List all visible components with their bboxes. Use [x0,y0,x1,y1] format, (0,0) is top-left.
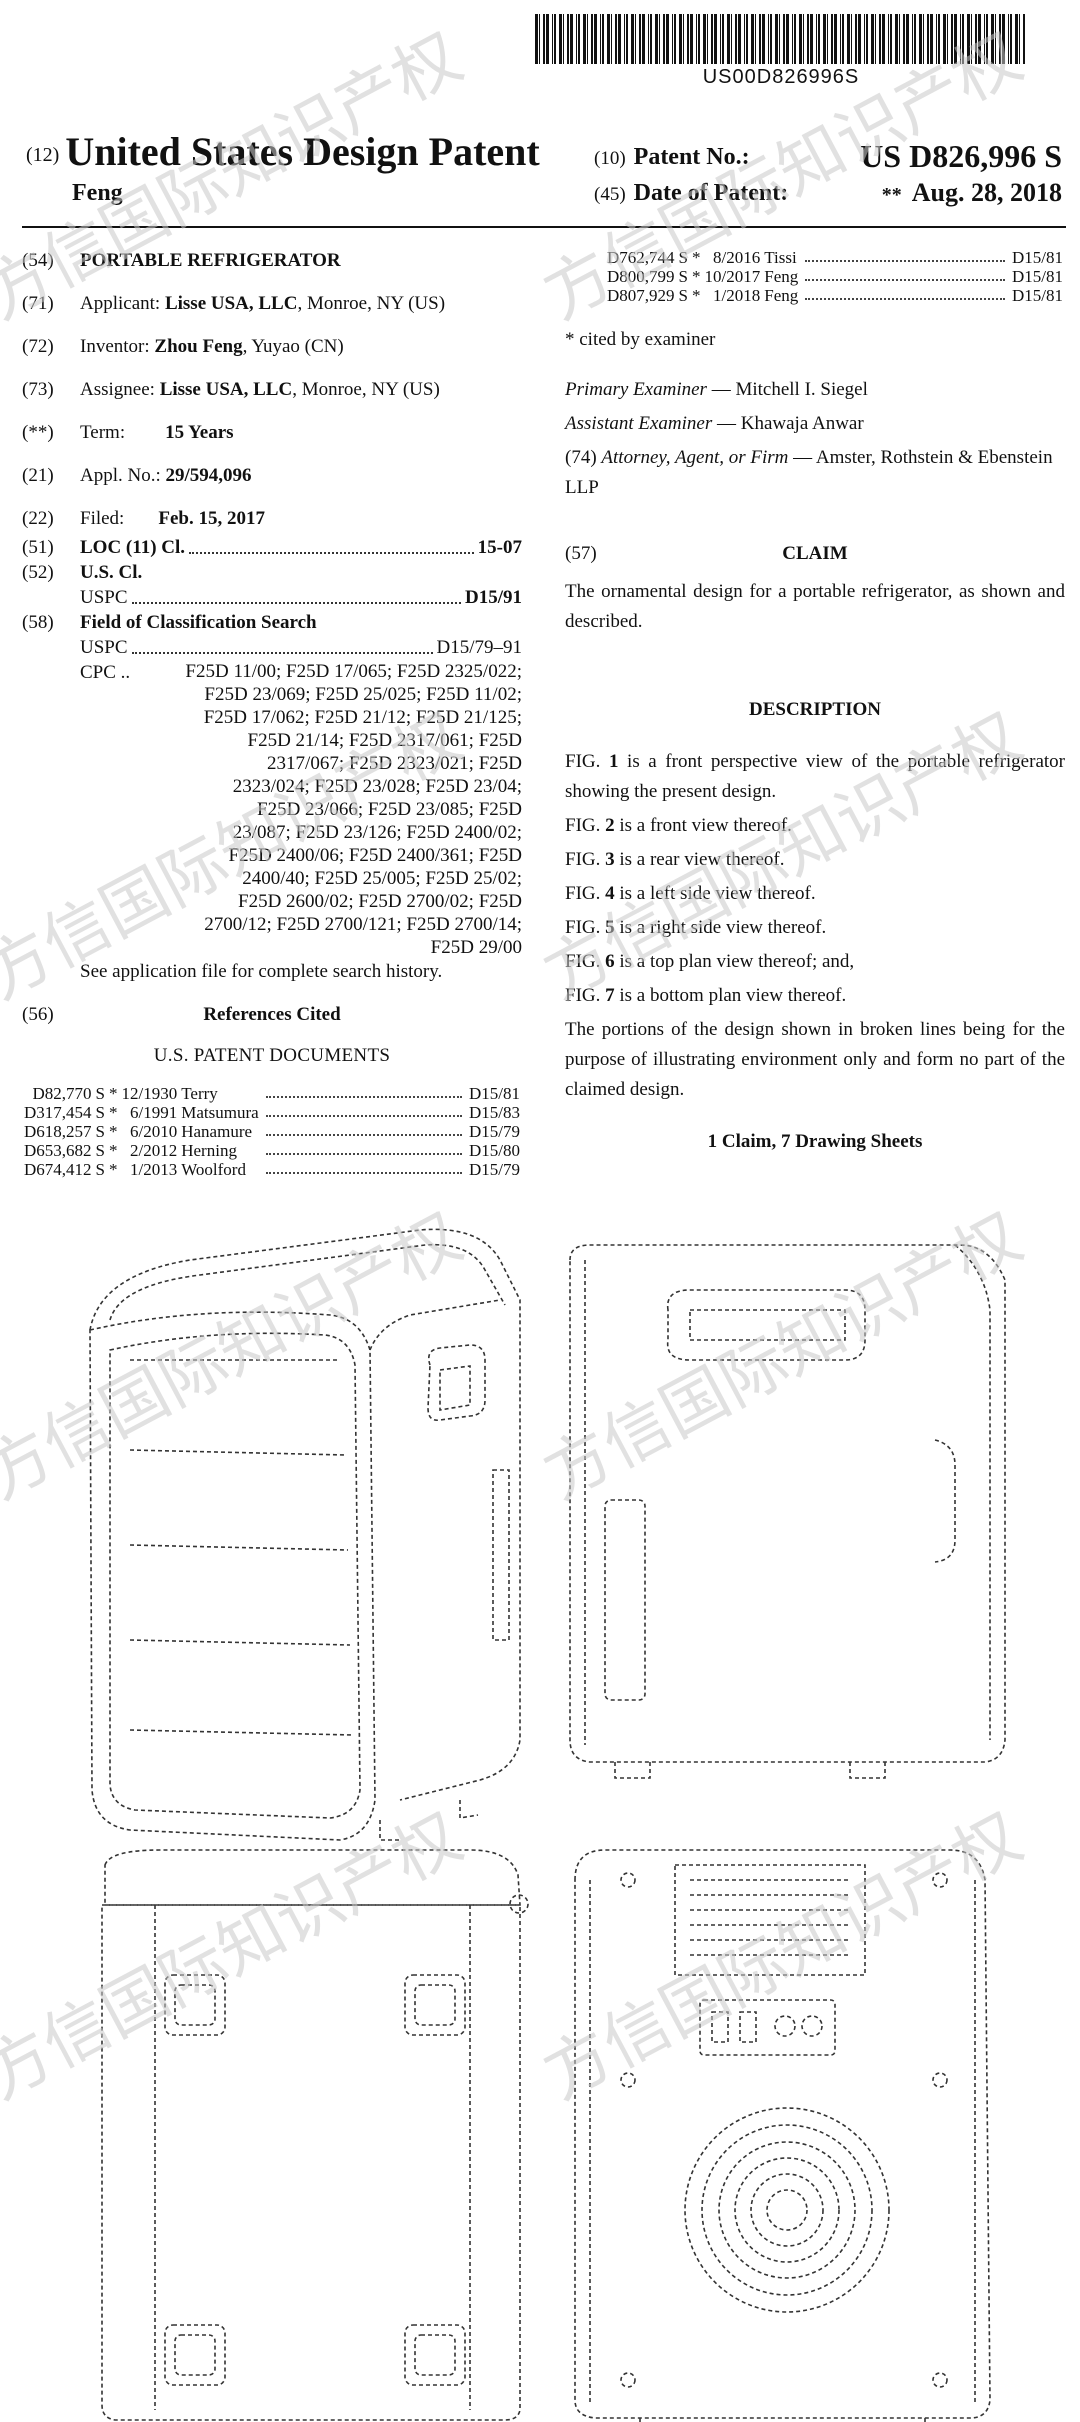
barcode-number: US00D826996S [702,66,860,88]
field-term: (**) Term:15 Years [22,422,234,443]
claims-sheets: 1 Claim, 7 Drawing Sheets [707,1131,923,1152]
patent-number-label: (10)Patent No.: [594,144,750,170]
search-history-note: See application file for complete search… [80,961,443,982]
field-72-inventor: (72) Inventor: Zhou Feng, Yuyao (CN) [22,336,344,357]
attorney: (74) Attorney, Agent, or Firm — Amster, … [565,447,1053,498]
cpc-line: F25D 17/062; F25D 21/12; F25D 21/125; [203,707,522,728]
field-21-appl-no: (21) Appl. No.: 29/594,096 [22,465,252,486]
fig-1-perspective-drawing [89,1228,521,1841]
patent-date-value: **Aug. 28, 2018 [881,178,1062,207]
author-name: Feng [72,180,123,206]
figure-list: FIG. 1 is a front perspective view of th… [565,747,1065,1011]
field-51-loc: (51) LOC (11) Cl.15-07 [22,537,522,558]
patent-number-value: US D826,996 S [860,138,1062,174]
figure-description: FIG. 5 is a right side view thereof. [565,917,827,938]
date-marker: ** [881,184,902,206]
cpc-line: F25D 23/069; F25D 25/025; F25D 11/02; [204,684,522,705]
cpc-line: 23/087; F25D 23/126; F25D 2400/02; [232,822,522,843]
cited-by-examiner: * cited by examiner [565,329,716,350]
fig-3-rear-drawing [101,1849,529,2421]
description-heading: DESCRIPTION [749,699,881,720]
cpc-line: F25D 29/00 [430,937,522,958]
figure-description: FIG. 1 is a front perspective view of th… [565,751,1065,802]
field-71-applicant: (71) Applicant: Lisse USA, LLC, Monroe, … [22,293,446,314]
figure-description: FIG. 4 is a left side view thereof. [565,883,816,904]
cpc-line: F25D 2400/06; F25D 2400/361; F25D [228,845,522,866]
figure-description: FIG. 3 is a rear view thereof. [565,849,785,870]
fig-4-back-panel-drawing [574,1849,991,2422]
cpc-line: F25D 2600/02; F25D 2700/02; F25D [238,891,522,912]
cpc-line: 2317/067; F25D 2323/021; F25D [267,753,522,774]
barcode [535,14,1025,64]
design-drawings [89,1228,1006,2422]
bibliographic-column: (54) PORTABLE REFRIGERATOR (71) Applican… [22,248,522,1197]
header-rule [22,226,1066,228]
field-56-references: (56) References Cited U.S. PATENT DOCUME… [22,1004,522,1179]
cpc-line: 2700/12; F25D 2700/121; F25D 2700/14; [204,914,522,935]
fig-2-front-drawing [569,1244,1006,1779]
claim-heading: (57) CLAIM [565,543,848,564]
title-text: United States Design Patent [65,129,540,174]
assistant-examiner: Assistant Examiner — Khawaja Anwar [565,413,864,434]
patent-date-label: (45)Date of Patent: [594,180,789,206]
cpc-line: F25D 11/00; F25D 17/065; F25D 2325/022; [185,661,522,682]
field-22-filed: (22) Filed:Feb. 15, 2017 [22,508,265,529]
cpc-line: F25D 21/14; F25D 2317/061; F25D [247,730,522,751]
figure-description: FIG. 6 is a top plan view thereof; and, [565,951,855,972]
broken-lines-note: The portions of the design shown in brok… [565,1019,1065,1100]
field-58-search: (58) Field of Classification Search USPC… [22,612,522,982]
cpc-line: 2400/40; F25D 25/005; F25D 25/02; [242,868,522,889]
patent-type-title: (12)United States Design Patent [26,128,540,175]
field-54-title: (54) PORTABLE REFRIGERATOR [22,250,341,271]
field-73-assignee: (73) Assignee: Lisse USA, LLC, Monroe, N… [22,379,440,400]
cpc-classes: CPC .. F25D 11/00; F25D 17/065; F25D 232… [80,661,522,958]
primary-examiner: Primary Examiner — Mitchell I. Siegel [565,379,868,400]
figure-description: FIG. 7 is a bottom plan view thereof. [565,985,847,1006]
cpc-line: F25D 23/066; F25D 23/085; F25D [257,799,522,820]
claim-text: The ornamental design for a portable ref… [565,581,1065,632]
cpc-line: 2323/024; F25D 23/028; F25D 23/04; [232,776,522,797]
title-code: (12) [26,144,60,167]
figure-description: FIG. 2 is a front view thereof. [565,815,792,836]
